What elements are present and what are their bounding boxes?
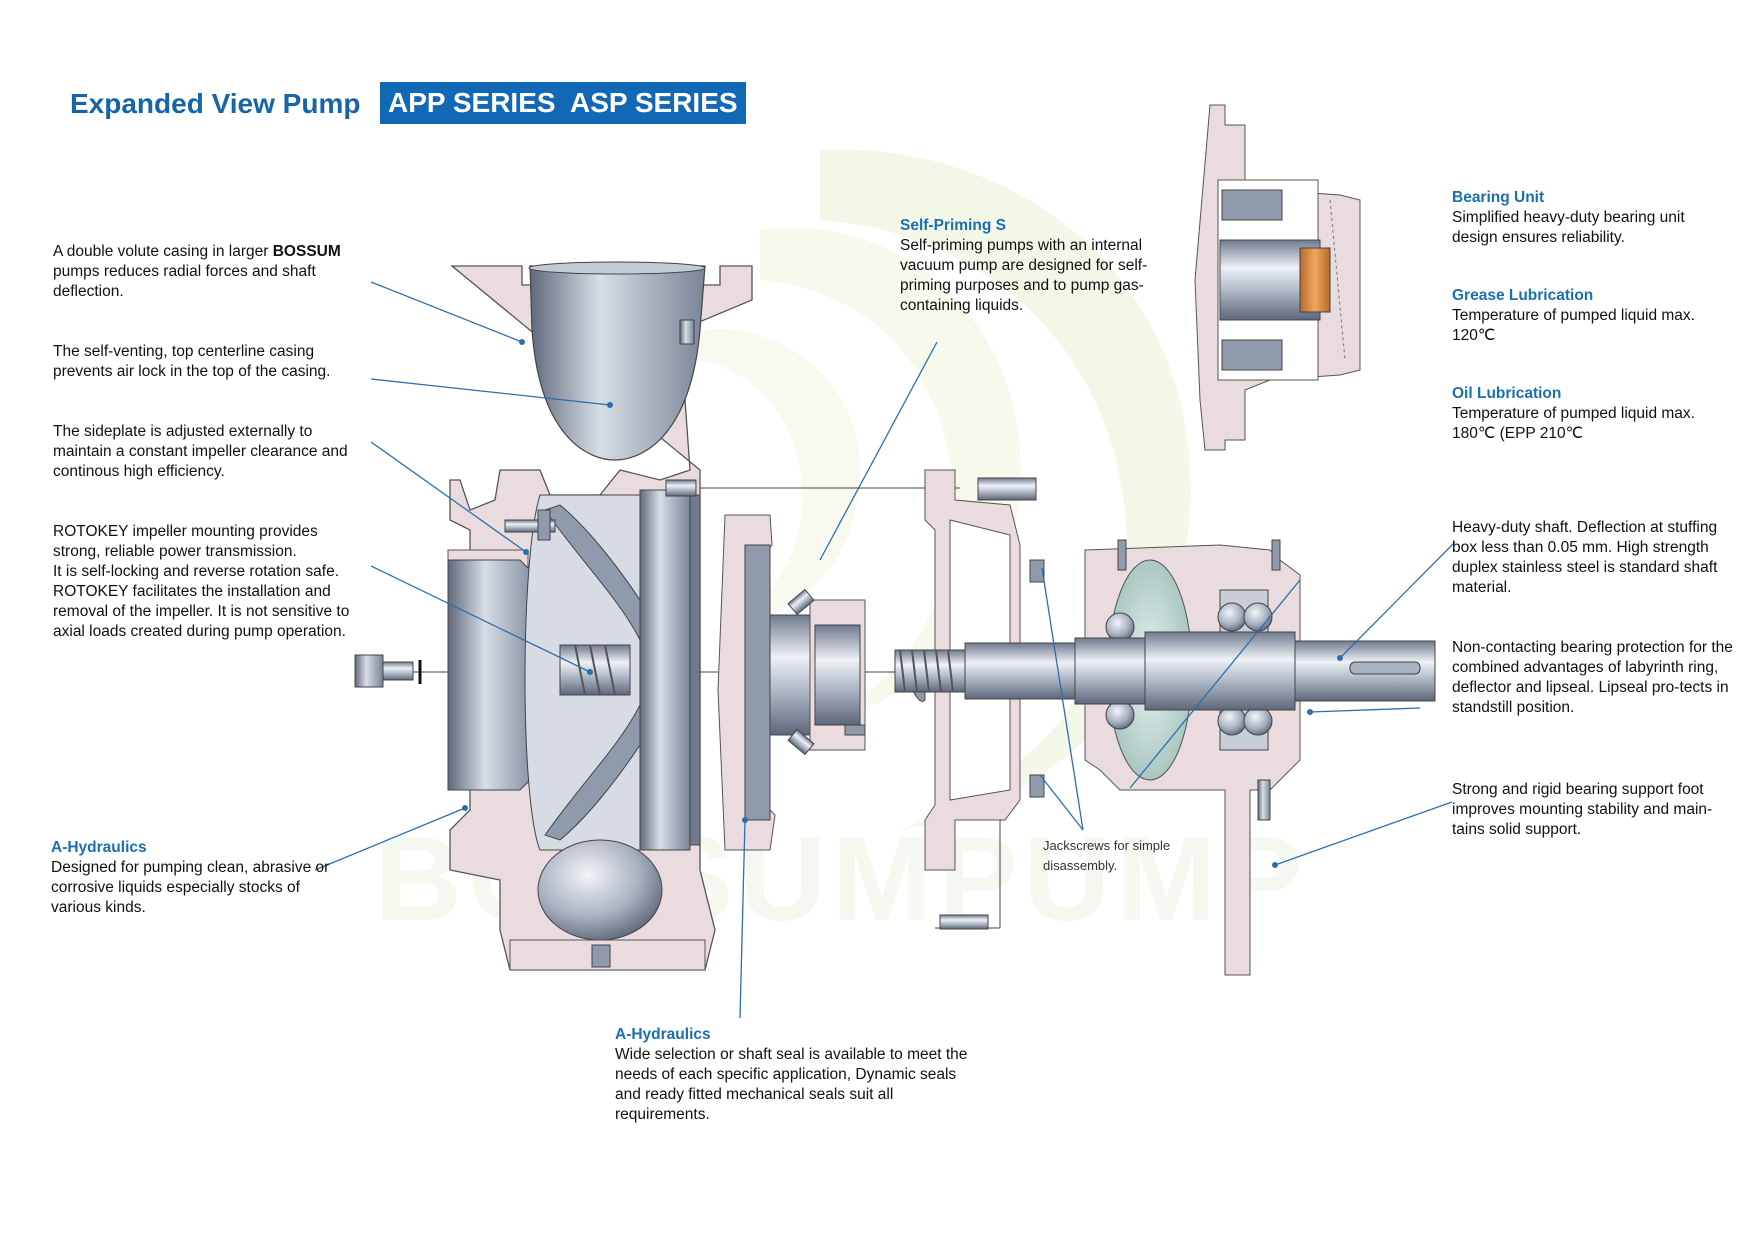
note-bearing-protection: Non-contacting bearing protection for th… <box>1452 639 1733 716</box>
note-oil-body: Temperature of pumped liquid max. 180℃ (… <box>1452 405 1695 442</box>
note-shaft-seal-heading: A-Hydraulics <box>615 1026 711 1043</box>
page-title: Expanded View Pump <box>70 88 361 119</box>
series-badge-asp: ASP SERIES <box>562 82 746 124</box>
rotokey-line-3: ROTOKEY facilitates the installation and… <box>53 583 350 640</box>
leader-dots <box>462 339 1343 868</box>
note-double-volute-text-end: pumps reduces radial forces and shaft de… <box>53 263 316 300</box>
note-grease-lubrication: Grease Lubrication Temperature of pumped… <box>1452 286 1722 346</box>
note-self-priming: Self-Priming S Self-priming pumps with a… <box>900 216 1185 316</box>
note-bearing-unit-body: Simplified heavy-duty bearing unit desig… <box>1452 209 1685 246</box>
note-a-hydraulics-body: Designed for pumping clean, abrasive or … <box>51 859 330 916</box>
series-badge-app: APP SERIES <box>380 82 564 124</box>
rotokey-line-1: ROTOKEY impeller mounting provides stron… <box>53 523 318 560</box>
brand-name: BOSSUM <box>272 243 341 260</box>
note-self-priming-body: Self-priming pumps with an internal vacu… <box>900 237 1148 314</box>
pump-casing <box>447 261 753 971</box>
shaft <box>894 631 1436 711</box>
seal-cover <box>717 514 866 851</box>
note-shaft-seal: A-Hydraulics Wide selection or shaft sea… <box>615 1025 975 1125</box>
note-jackscrews: Jackscrews for simple disassembly. <box>1043 838 1171 873</box>
note-rotokey: ROTOKEY impeller mounting provides stron… <box>53 522 368 642</box>
note-grease-heading: Grease Lubrication <box>1452 287 1594 304</box>
note-double-volute-text: A double volute casing in larger <box>53 243 273 260</box>
note-oil-heading: Oil Lubrication <box>1452 385 1562 402</box>
leader-lines <box>314 281 1456 1019</box>
note-a-hydraulics: A-Hydraulics Designed for pumping clean,… <box>51 838 341 918</box>
note-self-priming-heading: Self-Priming S <box>900 217 1006 234</box>
note-double-volute: A double volute casing in larger BOSSUM … <box>53 242 373 302</box>
bearing-unit-detail <box>1194 104 1361 451</box>
note-bearing-unit-heading: Bearing Unit <box>1452 189 1545 206</box>
note-shaft-seal-body: Wide selection or shaft seal is availabl… <box>615 1046 968 1123</box>
note-sideplate: The sideplate is adjusted externally to … <box>53 423 348 480</box>
note-a-hydraulics-heading: A-Hydraulics <box>51 839 147 856</box>
note-bearing-unit: Bearing Unit Simplified heavy-duty beari… <box>1452 188 1732 248</box>
note-self-venting: The self-venting, top centerline casing … <box>53 343 331 380</box>
rotokey-line-2: It is self-locking and reverse rotation … <box>53 563 340 580</box>
note-oil-lubrication: Oil Lubrication Temperature of pumped li… <box>1452 384 1722 444</box>
note-grease-body: Temperature of pumped liquid max. 120℃ <box>1452 307 1695 344</box>
note-heavy-duty-shaft: Heavy-duty shaft. Deflection at stuffing… <box>1452 519 1718 596</box>
impeller-bolt <box>354 654 422 688</box>
note-bearing-support: Strong and rigid bearing support foot im… <box>1452 781 1713 838</box>
